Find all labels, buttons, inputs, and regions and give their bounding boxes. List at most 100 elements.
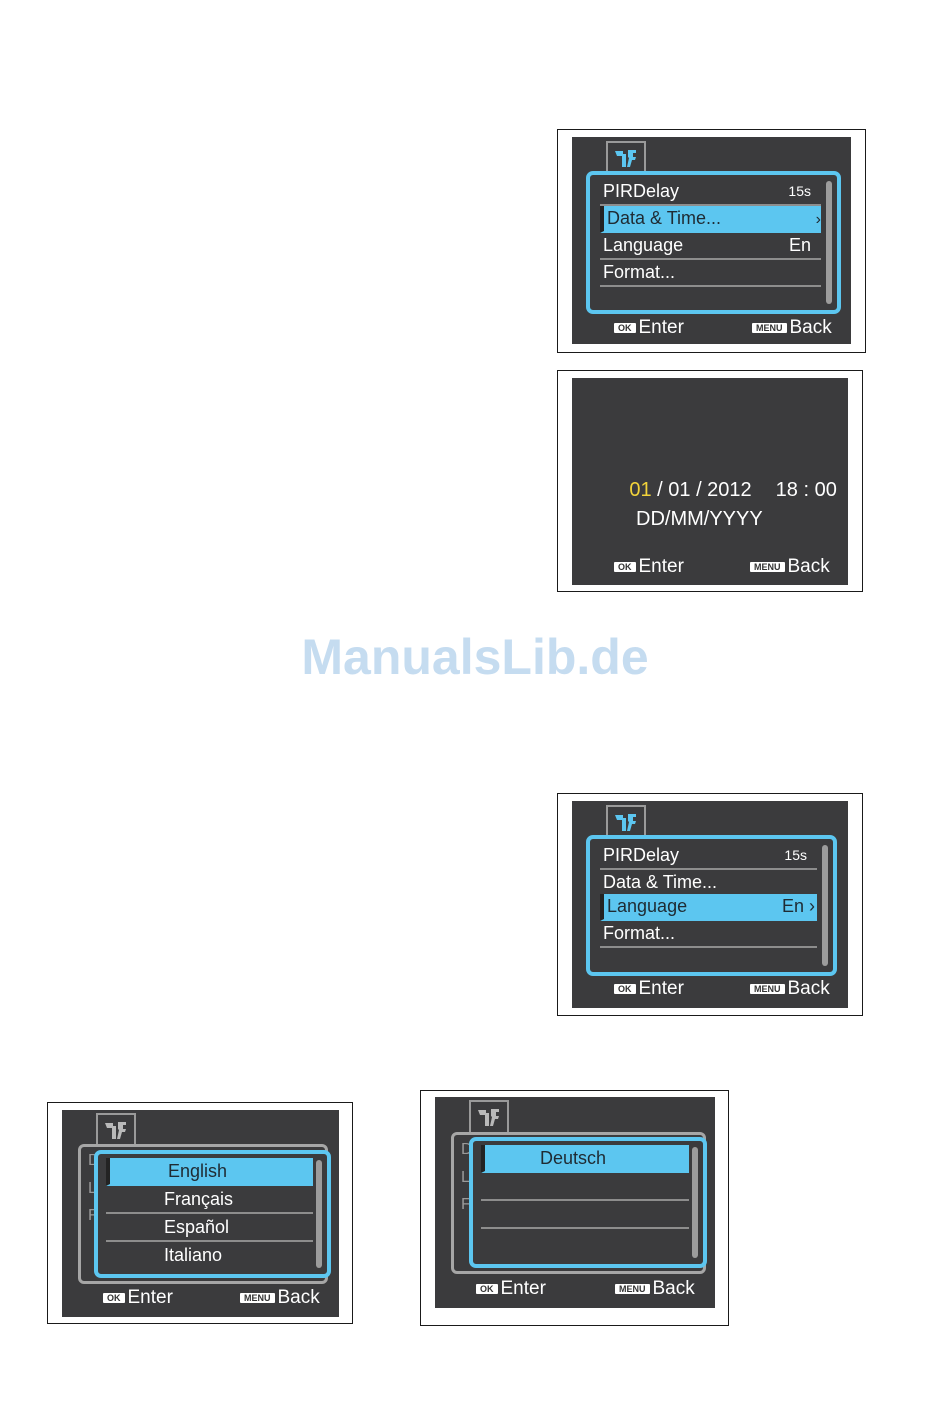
screenshot-frame-languages-2: D L F Deutsch OK Enter MENU Back bbox=[420, 1090, 729, 1326]
row-value: En › bbox=[781, 896, 815, 916]
settings-panel: PIRDelay 15s Data & Time... Language En … bbox=[586, 835, 837, 976]
footer-enter[interactable]: OK Enter bbox=[476, 1278, 546, 1300]
screenshot-frame-settings-2: PIRDelay 15s Data & Time... Language En … bbox=[557, 793, 863, 1016]
camera-screen: 01 / 01 / 2012 18 : 00 DD/MM/YYYY OK Ente… bbox=[572, 378, 848, 585]
screenshot-frame-languages-1: D L F English Français Español Italiano … bbox=[47, 1102, 353, 1324]
menu-key-icon: MENU bbox=[615, 1284, 650, 1294]
footer-enter[interactable]: OK Enter bbox=[614, 556, 684, 578]
language-option-espanol[interactable]: Español bbox=[106, 1214, 313, 1242]
camera-screen: PIRDelay 15s Data & Time... Language En … bbox=[572, 801, 848, 1008]
footer-back[interactable]: MENU Back bbox=[240, 1287, 320, 1309]
row-value: 15s bbox=[784, 847, 807, 863]
wrench-screwdriver-icon bbox=[478, 1109, 499, 1126]
menu-row-pir-delay[interactable]: PIRDelay 15s bbox=[600, 179, 821, 206]
footer-back[interactable]: MENU Back bbox=[750, 556, 830, 578]
language-option-deutsch[interactable]: Deutsch bbox=[481, 1145, 689, 1173]
settings-tab[interactable] bbox=[96, 1113, 136, 1145]
chevron-right-icon: › bbox=[815, 211, 821, 228]
menu-key-icon: MENU bbox=[750, 562, 785, 572]
footer-enter[interactable]: OK Enter bbox=[614, 978, 684, 1000]
list-item-empty[interactable] bbox=[481, 1173, 689, 1201]
menu-row-language[interactable]: Language En › bbox=[600, 894, 817, 921]
menu-row-format[interactable]: Format... bbox=[600, 921, 817, 948]
list-item-empty[interactable] bbox=[481, 1229, 689, 1257]
wrench-screwdriver-icon bbox=[615, 814, 636, 831]
option-label: Español bbox=[164, 1217, 230, 1237]
camera-screen: D L F Deutsch OK Enter MENU Back bbox=[435, 1097, 715, 1308]
settings-tab[interactable] bbox=[606, 805, 646, 837]
back-label: Back bbox=[277, 1287, 320, 1308]
wrench-screwdriver-icon bbox=[615, 150, 636, 167]
option-label: Italiano bbox=[164, 1245, 223, 1265]
menu-key-icon: MENU bbox=[752, 323, 787, 333]
settings-tab[interactable] bbox=[469, 1100, 509, 1132]
menu-row-pir-delay[interactable]: PIRDelay 15s bbox=[600, 843, 817, 870]
row-label: Language bbox=[603, 235, 684, 255]
back-label: Back bbox=[787, 556, 830, 577]
menu-row-language[interactable]: Language En bbox=[600, 233, 821, 260]
camera-screen: PIRDelay 15s Data & Time... › Language E… bbox=[572, 137, 851, 344]
option-label: Français bbox=[164, 1189, 234, 1209]
scrollbar[interactable] bbox=[826, 181, 832, 304]
ok-key-icon: OK bbox=[614, 984, 636, 994]
watermark-text: ManualsLib.de bbox=[301, 629, 649, 685]
language-option-italiano[interactable]: Italiano bbox=[106, 1242, 313, 1270]
ok-key-icon: OK bbox=[476, 1284, 498, 1294]
settings-panel: PIRDelay 15s Data & Time... › Language E… bbox=[586, 171, 841, 314]
list-item-empty[interactable] bbox=[481, 1201, 689, 1229]
background-menu-letter: F bbox=[88, 1207, 98, 1224]
background-menu-letter: D bbox=[88, 1152, 100, 1170]
menu-row-format[interactable]: Format... bbox=[600, 260, 821, 287]
enter-label: Enter bbox=[127, 1287, 173, 1308]
menu-key-icon: MENU bbox=[750, 984, 785, 994]
datetime-value[interactable]: 01 / 01 / 2012 18 : 00 bbox=[596, 456, 837, 525]
row-label: PIRDelay bbox=[603, 181, 680, 201]
language-option-francais[interactable]: Français bbox=[106, 1186, 313, 1214]
row-label: Format... bbox=[603, 262, 676, 282]
row-label: Format... bbox=[603, 923, 676, 943]
language-option-english[interactable]: English bbox=[106, 1158, 313, 1186]
background-menu-letter: F bbox=[461, 1196, 471, 1213]
footer-back[interactable]: MENU Back bbox=[752, 317, 832, 339]
row-label: Data & Time... bbox=[607, 208, 722, 228]
option-label: Deutsch bbox=[540, 1148, 607, 1168]
wrench-screwdriver-icon bbox=[105, 1122, 126, 1139]
menu-key-icon: MENU bbox=[240, 1293, 275, 1303]
row-label: PIRDelay bbox=[603, 845, 680, 865]
date-format-label: DD/MM/YYYY bbox=[636, 508, 763, 530]
settings-tab[interactable] bbox=[606, 141, 646, 173]
screenshot-frame-settings-1: PIRDelay 15s Data & Time... › Language E… bbox=[557, 129, 866, 353]
scrollbar[interactable] bbox=[692, 1147, 698, 1258]
option-label: English bbox=[168, 1161, 228, 1181]
row-value: 15s bbox=[788, 183, 811, 199]
back-label: Back bbox=[652, 1278, 695, 1299]
day-field[interactable]: 01 bbox=[629, 479, 652, 501]
enter-label: Enter bbox=[638, 317, 684, 338]
row-value: En bbox=[788, 235, 811, 255]
row-label: Language bbox=[607, 896, 688, 916]
enter-label: Enter bbox=[638, 978, 684, 999]
footer-back[interactable]: MENU Back bbox=[750, 978, 830, 1000]
language-list-panel: Deutsch bbox=[469, 1137, 707, 1268]
language-list-panel: English Français Español Italiano bbox=[94, 1150, 331, 1278]
enter-label: Enter bbox=[638, 556, 684, 577]
ok-key-icon: OK bbox=[614, 323, 636, 333]
background-menu-letter: L bbox=[88, 1180, 97, 1197]
scrollbar[interactable] bbox=[822, 845, 828, 966]
back-label: Back bbox=[787, 978, 830, 999]
background-menu-letter: D bbox=[461, 1141, 473, 1158]
month-year-fields[interactable]: / 01 / 2012 bbox=[651, 479, 752, 501]
menu-row-date-time[interactable]: Data & Time... › bbox=[600, 206, 821, 233]
enter-label: Enter bbox=[500, 1278, 546, 1299]
ok-key-icon: OK bbox=[614, 562, 636, 572]
camera-screen: D L F English Français Español Italiano … bbox=[62, 1110, 339, 1317]
time-field[interactable]: 18 : 00 bbox=[775, 479, 837, 501]
back-label: Back bbox=[789, 317, 832, 338]
scrollbar[interactable] bbox=[316, 1160, 322, 1268]
footer-enter[interactable]: OK Enter bbox=[614, 317, 684, 339]
footer-enter[interactable]: OK Enter bbox=[103, 1287, 173, 1309]
menu-row-date-time[interactable]: Data & Time... bbox=[600, 870, 817, 897]
ok-key-icon: OK bbox=[103, 1293, 125, 1303]
row-label: Data & Time... bbox=[603, 872, 718, 892]
footer-back[interactable]: MENU Back bbox=[615, 1278, 695, 1300]
